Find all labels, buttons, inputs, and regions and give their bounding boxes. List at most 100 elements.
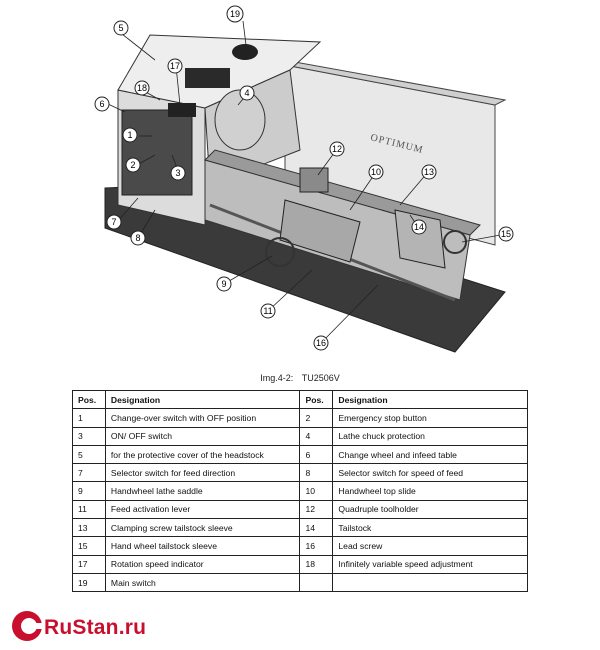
tailstock — [394, 209, 446, 269]
chuck-guard — [214, 89, 266, 151]
cell-pos: 16 — [299, 536, 334, 556]
cell-pos: 11 — [72, 499, 106, 520]
cell-designation: Rotation speed indicator — [104, 554, 301, 574]
callout-8: 8 — [130, 230, 146, 246]
callout-12: 12 — [329, 141, 345, 157]
callout-1: 1 — [122, 127, 138, 143]
cell-designation: ON/ OFF switch — [104, 426, 301, 446]
callout-6: 6 — [94, 96, 110, 112]
svg-text:3: 3 — [175, 168, 180, 178]
cell-pos: 18 — [299, 554, 334, 574]
callout-2: 2 — [125, 157, 141, 173]
header-pos: Pos. — [299, 389, 334, 410]
callout-markers: 5 19 6 18 17 4 1 2 3 7 8 12 10 13 14 15 … — [94, 5, 514, 351]
cell-pos: 5 — [72, 444, 106, 465]
cell-pos: 3 — [72, 426, 106, 446]
top-panel — [185, 68, 230, 88]
cell-designation: Lead screw — [332, 536, 528, 556]
cell-designation: Infinitely variable speed adjustment — [332, 554, 528, 574]
callout-18: 18 — [134, 80, 150, 96]
svg-text:15: 15 — [501, 229, 511, 239]
cell-pos — [299, 572, 334, 593]
cell-pos: 12 — [299, 499, 334, 520]
cell-designation: Lathe chuck protection — [332, 426, 528, 446]
cell-pos: 19 — [72, 572, 106, 593]
rustan-logo-icon — [12, 611, 45, 641]
callout-10: 10 — [368, 164, 384, 180]
svg-text:5: 5 — [118, 23, 123, 33]
cell-designation: Handwheel lathe saddle — [104, 481, 301, 501]
cell-pos: 13 — [72, 518, 106, 538]
svg-text:11: 11 — [263, 306, 272, 316]
callout-4: 4 — [239, 85, 255, 101]
cell-pos: 17 — [72, 554, 106, 574]
callout-19: 19 — [226, 5, 244, 23]
figure-caption: Img.4-2: TU2506V — [0, 373, 600, 383]
cell-designation: Change-over switch with OFF position — [104, 408, 301, 428]
toolholder — [299, 167, 329, 193]
cell-pos: 6 — [299, 444, 334, 465]
cell-designation — [332, 572, 528, 593]
svg-text:18: 18 — [137, 83, 147, 93]
svg-text:13: 13 — [424, 167, 434, 177]
cell-pos: 7 — [72, 463, 106, 483]
cell-designation: Feed activation lever — [104, 499, 301, 520]
svg-text:8: 8 — [135, 233, 140, 243]
cell-pos: 1 — [72, 408, 106, 428]
callout-17: 17 — [167, 58, 183, 74]
cell-designation: Handwheel top slide — [332, 481, 528, 501]
svg-text:12: 12 — [332, 144, 342, 154]
cell-designation: for the protective cover of the headstoc… — [104, 444, 301, 465]
handwheel-tailstock — [443, 230, 467, 254]
callout-11: 11 — [260, 303, 276, 319]
svg-text:16: 16 — [316, 338, 326, 348]
cell-pos: 14 — [299, 518, 334, 538]
cell-pos: 10 — [299, 481, 334, 501]
svg-text:1: 1 — [127, 130, 132, 140]
svg-text:19: 19 — [230, 9, 240, 19]
cell-pos: 15 — [72, 536, 106, 556]
speed-display — [168, 103, 196, 117]
cell-designation: Clamping screw tailstock sleeve — [104, 518, 301, 538]
brand-name[interactable]: RuStan.ru — [44, 616, 147, 639]
handwheel-saddle — [265, 237, 295, 267]
cell-designation: Selector switch for feed direction — [104, 463, 301, 483]
lathe-illustration: OPTIMUM 5 — [94, 5, 514, 353]
cell-designation: Hand wheel tailstock sleeve — [104, 536, 301, 556]
main-switch-knob — [232, 44, 258, 60]
callout-15: 15 — [498, 226, 514, 242]
cell-designation: Tailstock — [332, 518, 528, 538]
callout-3: 3 — [170, 165, 186, 181]
svg-text:10: 10 — [371, 167, 381, 177]
callout-5: 5 — [113, 20, 129, 36]
cell-designation: Change wheel and infeed table — [332, 444, 528, 465]
cell-pos: 2 — [299, 408, 334, 428]
cell-designation: Quadruple toolholder — [332, 499, 528, 520]
svg-text:2: 2 — [130, 160, 135, 170]
cell-designation: Emergency stop button — [332, 408, 528, 428]
cell-designation: Main switch — [104, 572, 301, 593]
cell-designation: Selector switch for speed of feed — [332, 463, 528, 483]
table-header-row: Pos. Designation Pos. Designation — [72, 389, 528, 410]
svg-text:14: 14 — [414, 222, 424, 232]
callout-9: 9 — [216, 276, 232, 292]
cell-pos: 9 — [72, 481, 106, 501]
cell-pos: 4 — [299, 426, 334, 446]
svg-text:4: 4 — [244, 88, 249, 98]
caption-model: TU2506V — [301, 373, 340, 383]
callout-16: 16 — [313, 335, 329, 351]
callout-leaders — [107, 20, 507, 344]
cell-pos: 8 — [299, 463, 334, 483]
caption-label: Img.4-2: — [260, 373, 294, 383]
